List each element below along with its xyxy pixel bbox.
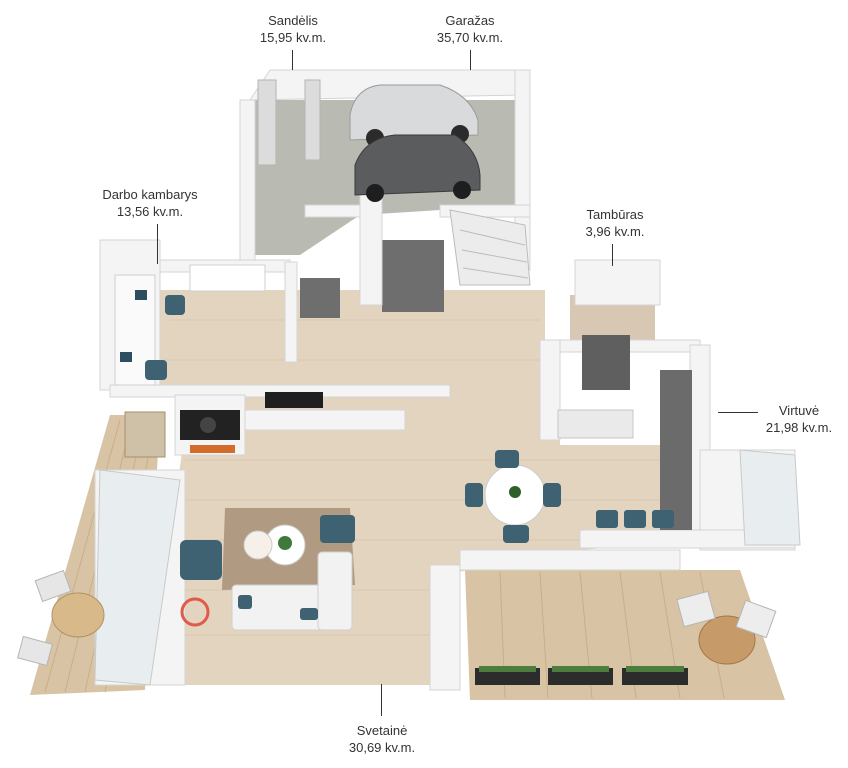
staircase [449,209,531,286]
storage-shelves [257,79,321,166]
leader-virtuve [718,412,758,413]
side-table [243,530,273,560]
label-tamburas: Tambūras 3,96 kv.m. [560,206,670,240]
kitchen-counter [660,370,692,530]
label-virtuve: Virtuvė 21,98 kv.m. [750,402,848,436]
room-area: 30,69 kv.m. [348,740,416,755]
label-svetaine: Svetainė 30,69 kv.m. [327,722,437,756]
lounge-chair [180,597,210,627]
room-area: 3,96 kv.m. [585,224,645,239]
monitor [135,290,147,300]
car-icon [349,84,479,147]
room-area: 21,98 kv.m. [765,420,833,435]
fireplace-icon [180,410,240,453]
room-name: Darbo kambarys [102,187,198,202]
room-area: 35,70 kv.m. [436,30,504,45]
sofa [231,551,353,631]
bar-stools [596,510,674,528]
armchair-icon [145,360,167,380]
patio-set-left [17,569,105,667]
kitchen-island [557,409,634,439]
leader-darbo [157,224,158,264]
label-darbo: Darbo kambarys 13,56 kv.m. [80,186,220,220]
plant-icon [509,486,521,498]
tv-unit [265,392,323,408]
armchair-icon [180,540,222,580]
bathroom-tile-floor [382,240,444,312]
leader-garazas [470,50,471,70]
planters [475,668,688,685]
bookshelf [189,264,266,292]
planter-greens [479,666,684,672]
room-area: 13,56 kv.m. [116,204,184,219]
patio-set-right [676,590,777,665]
armchair-icon [165,295,185,315]
leader-tamburas [612,244,613,266]
room-name: Tambūras [586,207,644,222]
leader-svetaine [381,684,382,716]
sofa-pillows [238,595,318,620]
fridge [582,335,630,390]
room-name: Svetainė [356,723,408,738]
room-name: Sandėlis [268,13,318,28]
armchair-icon [320,515,355,543]
log-storage [124,411,166,458]
car-icon [354,134,481,202]
shower-floor [300,278,340,318]
dining-chairs [465,450,561,543]
glass-panels [94,449,801,686]
monitor [120,352,132,362]
label-garazas: Garažas 35,70 kv.m. [415,12,525,46]
leader-sandelis [292,50,293,70]
room-name: Virtuvė [778,403,820,418]
room-name: Garažas [445,13,495,28]
plant-icon [278,536,292,550]
room-area: 15,95 kv.m. [259,30,327,45]
label-sandelis: Sandėlis 15,95 kv.m. [238,12,348,46]
